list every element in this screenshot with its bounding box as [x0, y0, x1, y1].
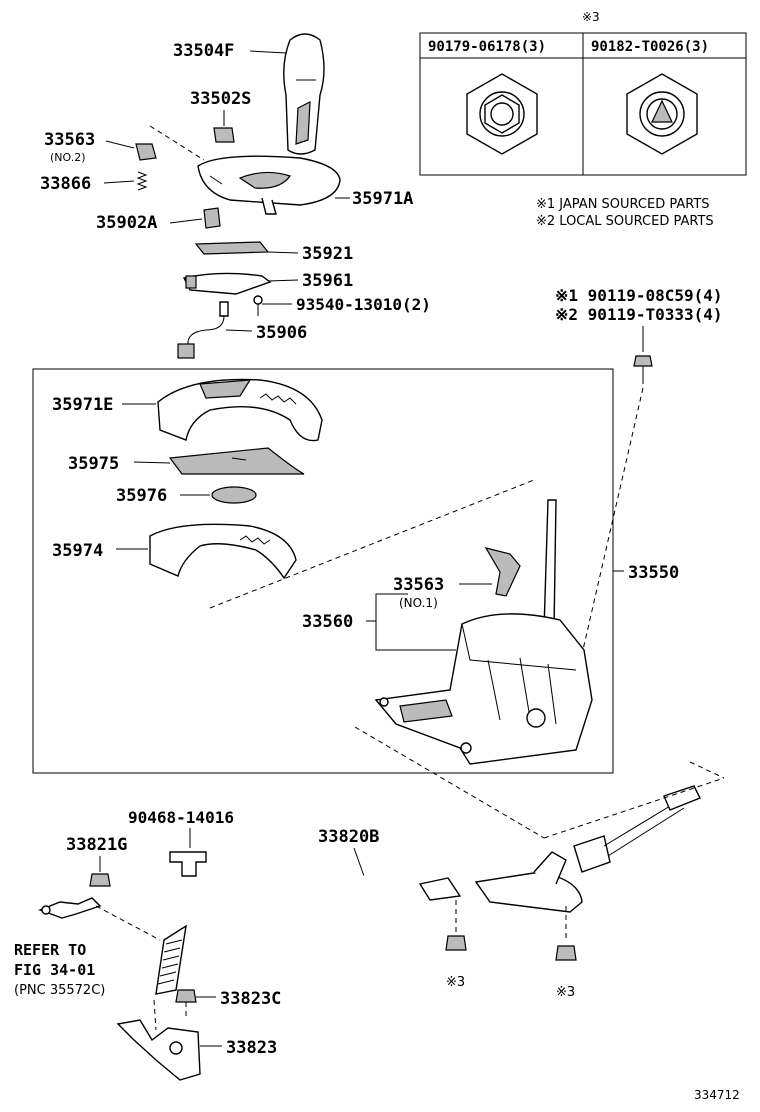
- label-bolt-local: ※2 90119-T0333(4): [555, 305, 723, 324]
- lever-bracket-ref: [38, 897, 102, 919]
- spring-33866: [136, 171, 148, 191]
- label-90468: 90468-14016: [128, 808, 234, 827]
- nut-mark3-a: [445, 900, 467, 951]
- mark3-label-b: ※3: [556, 985, 575, 1000]
- lock-nut-icon: [626, 73, 698, 155]
- cable-bracket-33823: [116, 999, 201, 1081]
- clip-33563-no1: [484, 547, 521, 597]
- shift-lever-housing-33560: [374, 499, 593, 765]
- label-33504F: 33504F: [173, 41, 234, 61]
- bolt-33823C: [175, 989, 197, 1020]
- inset-right-part-no: 90182-T0026(3): [591, 39, 709, 55]
- nut-mark3-b: [555, 906, 577, 961]
- label-33502S: 33502S: [190, 89, 251, 109]
- screw-93540: [253, 295, 263, 316]
- nut-33821G: [89, 873, 111, 887]
- label-35974: 35974: [52, 541, 103, 561]
- label-33820B: 33820B: [318, 827, 379, 847]
- label-33823C: 33823C: [220, 989, 281, 1009]
- note-japan-sourced: ※1 JAPAN SOURCED PARTS: [536, 197, 710, 212]
- pad-35976: [211, 486, 257, 504]
- bulb-wire-35906: [177, 301, 229, 359]
- indicator-cover-35971E: [157, 378, 323, 442]
- label-33563-no1: 33563: [393, 575, 444, 595]
- shift-cable-33820B: [155, 785, 701, 995]
- inset-fastener-box: ※3 90179-06178(3) 90182-T0026(3): [419, 10, 747, 176]
- indicator-base-35974: [149, 523, 297, 580]
- label-33560: 33560: [302, 612, 353, 632]
- label-33821G: 33821G: [66, 835, 127, 855]
- label-33563-no1-sub: (NO.1): [399, 596, 438, 610]
- shift-knob: [283, 33, 325, 155]
- label-35906: 35906: [256, 323, 307, 343]
- indicator-housing: [197, 155, 341, 215]
- inset-left-part-no: 90179-06178(3): [428, 39, 546, 55]
- bracket-35961: [182, 272, 272, 295]
- label-bolt-japan: ※1 90119-08C59(4): [555, 286, 723, 305]
- label-35902A: 35902A: [96, 213, 157, 233]
- hex-nut-icon: [466, 73, 538, 155]
- refer-line-2[interactable]: FIG 34-01: [14, 961, 95, 979]
- label-35961: 35961: [302, 271, 353, 291]
- refer-line-3[interactable]: (PNC 35572C): [14, 983, 105, 998]
- clip-33563-no2: [135, 143, 157, 161]
- clip-33502S: [213, 127, 235, 143]
- label-33823: 33823: [226, 1038, 277, 1058]
- bolt-90119: [633, 355, 653, 384]
- clip-35902A: [203, 207, 221, 229]
- label-35976: 35976: [116, 486, 167, 506]
- note-local-sourced: ※2 LOCAL SOURCED PARTS: [536, 214, 714, 229]
- label-93540: 93540-13010(2): [296, 295, 431, 314]
- film-35975: [168, 447, 305, 475]
- label-35971E: 35971E: [52, 395, 113, 415]
- label-33563-no2-sub: (NO.2): [50, 151, 86, 164]
- label-35975: 35975: [68, 454, 119, 474]
- label-35971A: 35971A: [352, 189, 413, 209]
- refer-line-1[interactable]: REFER TO: [14, 941, 86, 959]
- label-33550: 33550: [628, 563, 679, 583]
- label-35921: 35921: [302, 244, 353, 264]
- plate-35921: [194, 241, 270, 255]
- label-33866: 33866: [40, 174, 91, 194]
- figure-number: 334712: [694, 1088, 740, 1102]
- inset-mark: ※3: [582, 10, 600, 24]
- clip-90468: [169, 851, 207, 877]
- mark3-label-a: ※3: [446, 975, 465, 990]
- label-33563-no2: 33563: [44, 130, 95, 150]
